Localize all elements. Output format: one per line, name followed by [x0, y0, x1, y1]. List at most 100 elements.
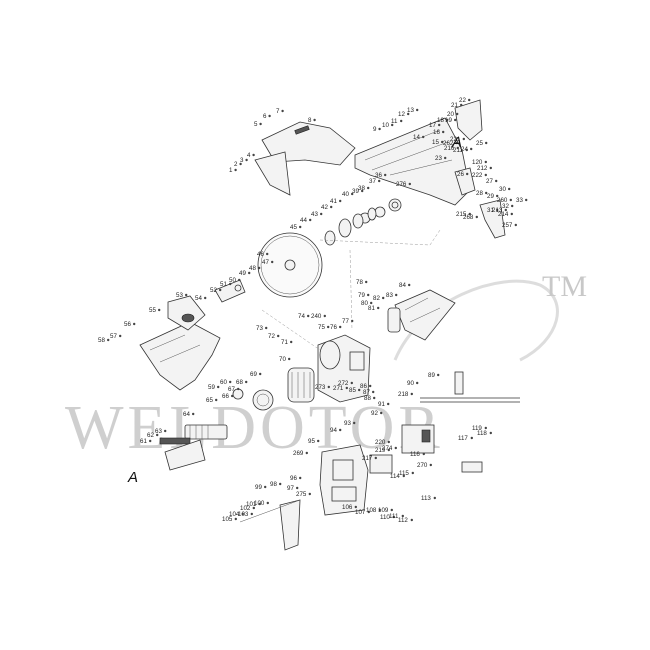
part-number-111: 111	[389, 513, 399, 520]
fastener-104	[241, 512, 244, 516]
fastener-270	[429, 463, 432, 467]
fastener-61	[149, 439, 152, 443]
part-number-13: 13	[407, 107, 414, 114]
fastener-109	[390, 508, 393, 512]
part-number-102: 102	[240, 505, 251, 512]
fastener-63	[164, 429, 167, 433]
watermark-trademark: TM	[542, 270, 587, 303]
fastener-56	[133, 322, 136, 326]
fastener-116	[422, 452, 425, 456]
part-number-99: 99	[255, 484, 262, 491]
part-number-82: 82	[373, 295, 380, 302]
fastener-28	[485, 191, 488, 195]
fastener-107	[367, 510, 370, 514]
part-number-59: 59	[208, 384, 215, 391]
spindle-washers	[324, 207, 377, 246]
fastener-119	[484, 426, 487, 430]
part-number-95: 95	[308, 438, 315, 445]
part-number-97: 97	[287, 485, 294, 492]
fastener-12	[407, 112, 410, 116]
fastener-95	[317, 439, 320, 443]
fastener-218	[410, 392, 413, 396]
fastener-77	[351, 319, 354, 323]
fastener-59	[217, 385, 220, 389]
fastener-113	[433, 496, 436, 500]
part-number-269: 269	[293, 450, 304, 457]
part-number-98: 98	[270, 481, 277, 488]
part-number-11: 11	[391, 118, 398, 125]
part-number-55: 55	[149, 307, 156, 314]
part-number-27: 27	[486, 178, 493, 185]
fastener-42	[330, 205, 333, 209]
part-number-104: 104	[229, 511, 240, 518]
part-number-26: 26	[457, 171, 464, 178]
fastener-91	[387, 402, 390, 406]
part-number-218: 218	[398, 391, 409, 398]
part-number-48: 48	[249, 265, 256, 272]
part-number-38: 38	[358, 185, 365, 192]
fastener-221	[462, 137, 465, 141]
right-bracket	[454, 99, 506, 239]
fastener-6	[268, 114, 271, 118]
part-number-215: 215	[456, 211, 467, 218]
part-number-30: 30	[499, 186, 506, 193]
fastener-92	[380, 411, 383, 415]
part-number-108: 108	[366, 507, 377, 514]
fastener-66	[231, 394, 234, 398]
fastener-268	[475, 215, 478, 219]
part-number-260: 260	[497, 197, 508, 204]
part-number-84: 84	[399, 282, 406, 289]
fastener-52	[219, 288, 222, 292]
part-number-81: 81	[368, 305, 375, 312]
part-number-45: 45	[290, 224, 297, 231]
part-number-79: 79	[358, 292, 365, 299]
fastener-271	[345, 386, 348, 390]
part-number-89: 89	[428, 372, 435, 379]
part-number-91: 91	[378, 401, 385, 408]
part-number-273: 273	[315, 384, 326, 391]
fastener-69	[259, 372, 262, 376]
fastener-106	[354, 505, 357, 509]
part-number-41: 41	[330, 198, 337, 205]
part-number-101: 101	[246, 501, 257, 508]
part-number-63: 63	[155, 428, 162, 435]
part-number-28: 28	[476, 190, 483, 197]
part-number-119: 119	[472, 425, 482, 432]
part-number-12: 12	[398, 111, 405, 118]
fastener-89	[437, 373, 440, 377]
part-number-88: 88	[364, 395, 371, 402]
fastener-94	[339, 428, 342, 432]
part-number-49: 49	[239, 270, 246, 277]
part-number-74: 74	[298, 313, 305, 320]
part-number-4: 4	[247, 152, 251, 159]
fastener-88	[373, 396, 376, 400]
fastener-97	[296, 486, 299, 490]
part-number-270: 270	[417, 462, 428, 469]
part-number-83: 83	[386, 292, 393, 299]
fastener-31	[496, 208, 499, 212]
part-number-112: 112	[398, 517, 408, 524]
part-number-61: 61	[140, 438, 147, 445]
fastener-57	[119, 334, 122, 338]
part-number-22: 22	[459, 97, 466, 104]
part-number-68: 68	[236, 379, 243, 386]
fastener-78	[365, 280, 368, 284]
fastener-211	[465, 148, 468, 152]
fastener-58	[107, 338, 110, 342]
part-number-105: 105	[222, 516, 233, 523]
fastener-16	[442, 130, 445, 134]
fastener-75	[327, 325, 330, 329]
fastener-83	[395, 293, 398, 297]
fastener-111	[401, 514, 404, 518]
part-number-106: 106	[342, 504, 353, 511]
upper-blade-guard	[254, 121, 356, 196]
fastener-240	[323, 314, 326, 318]
part-number-213: 213	[492, 207, 503, 214]
fastener-13	[416, 108, 419, 112]
fastener-39	[361, 189, 364, 193]
part-number-18: 18	[437, 117, 444, 124]
fastener-62	[156, 433, 159, 437]
lower-blade-guard	[139, 295, 221, 391]
part-number-109: 109	[378, 507, 389, 514]
